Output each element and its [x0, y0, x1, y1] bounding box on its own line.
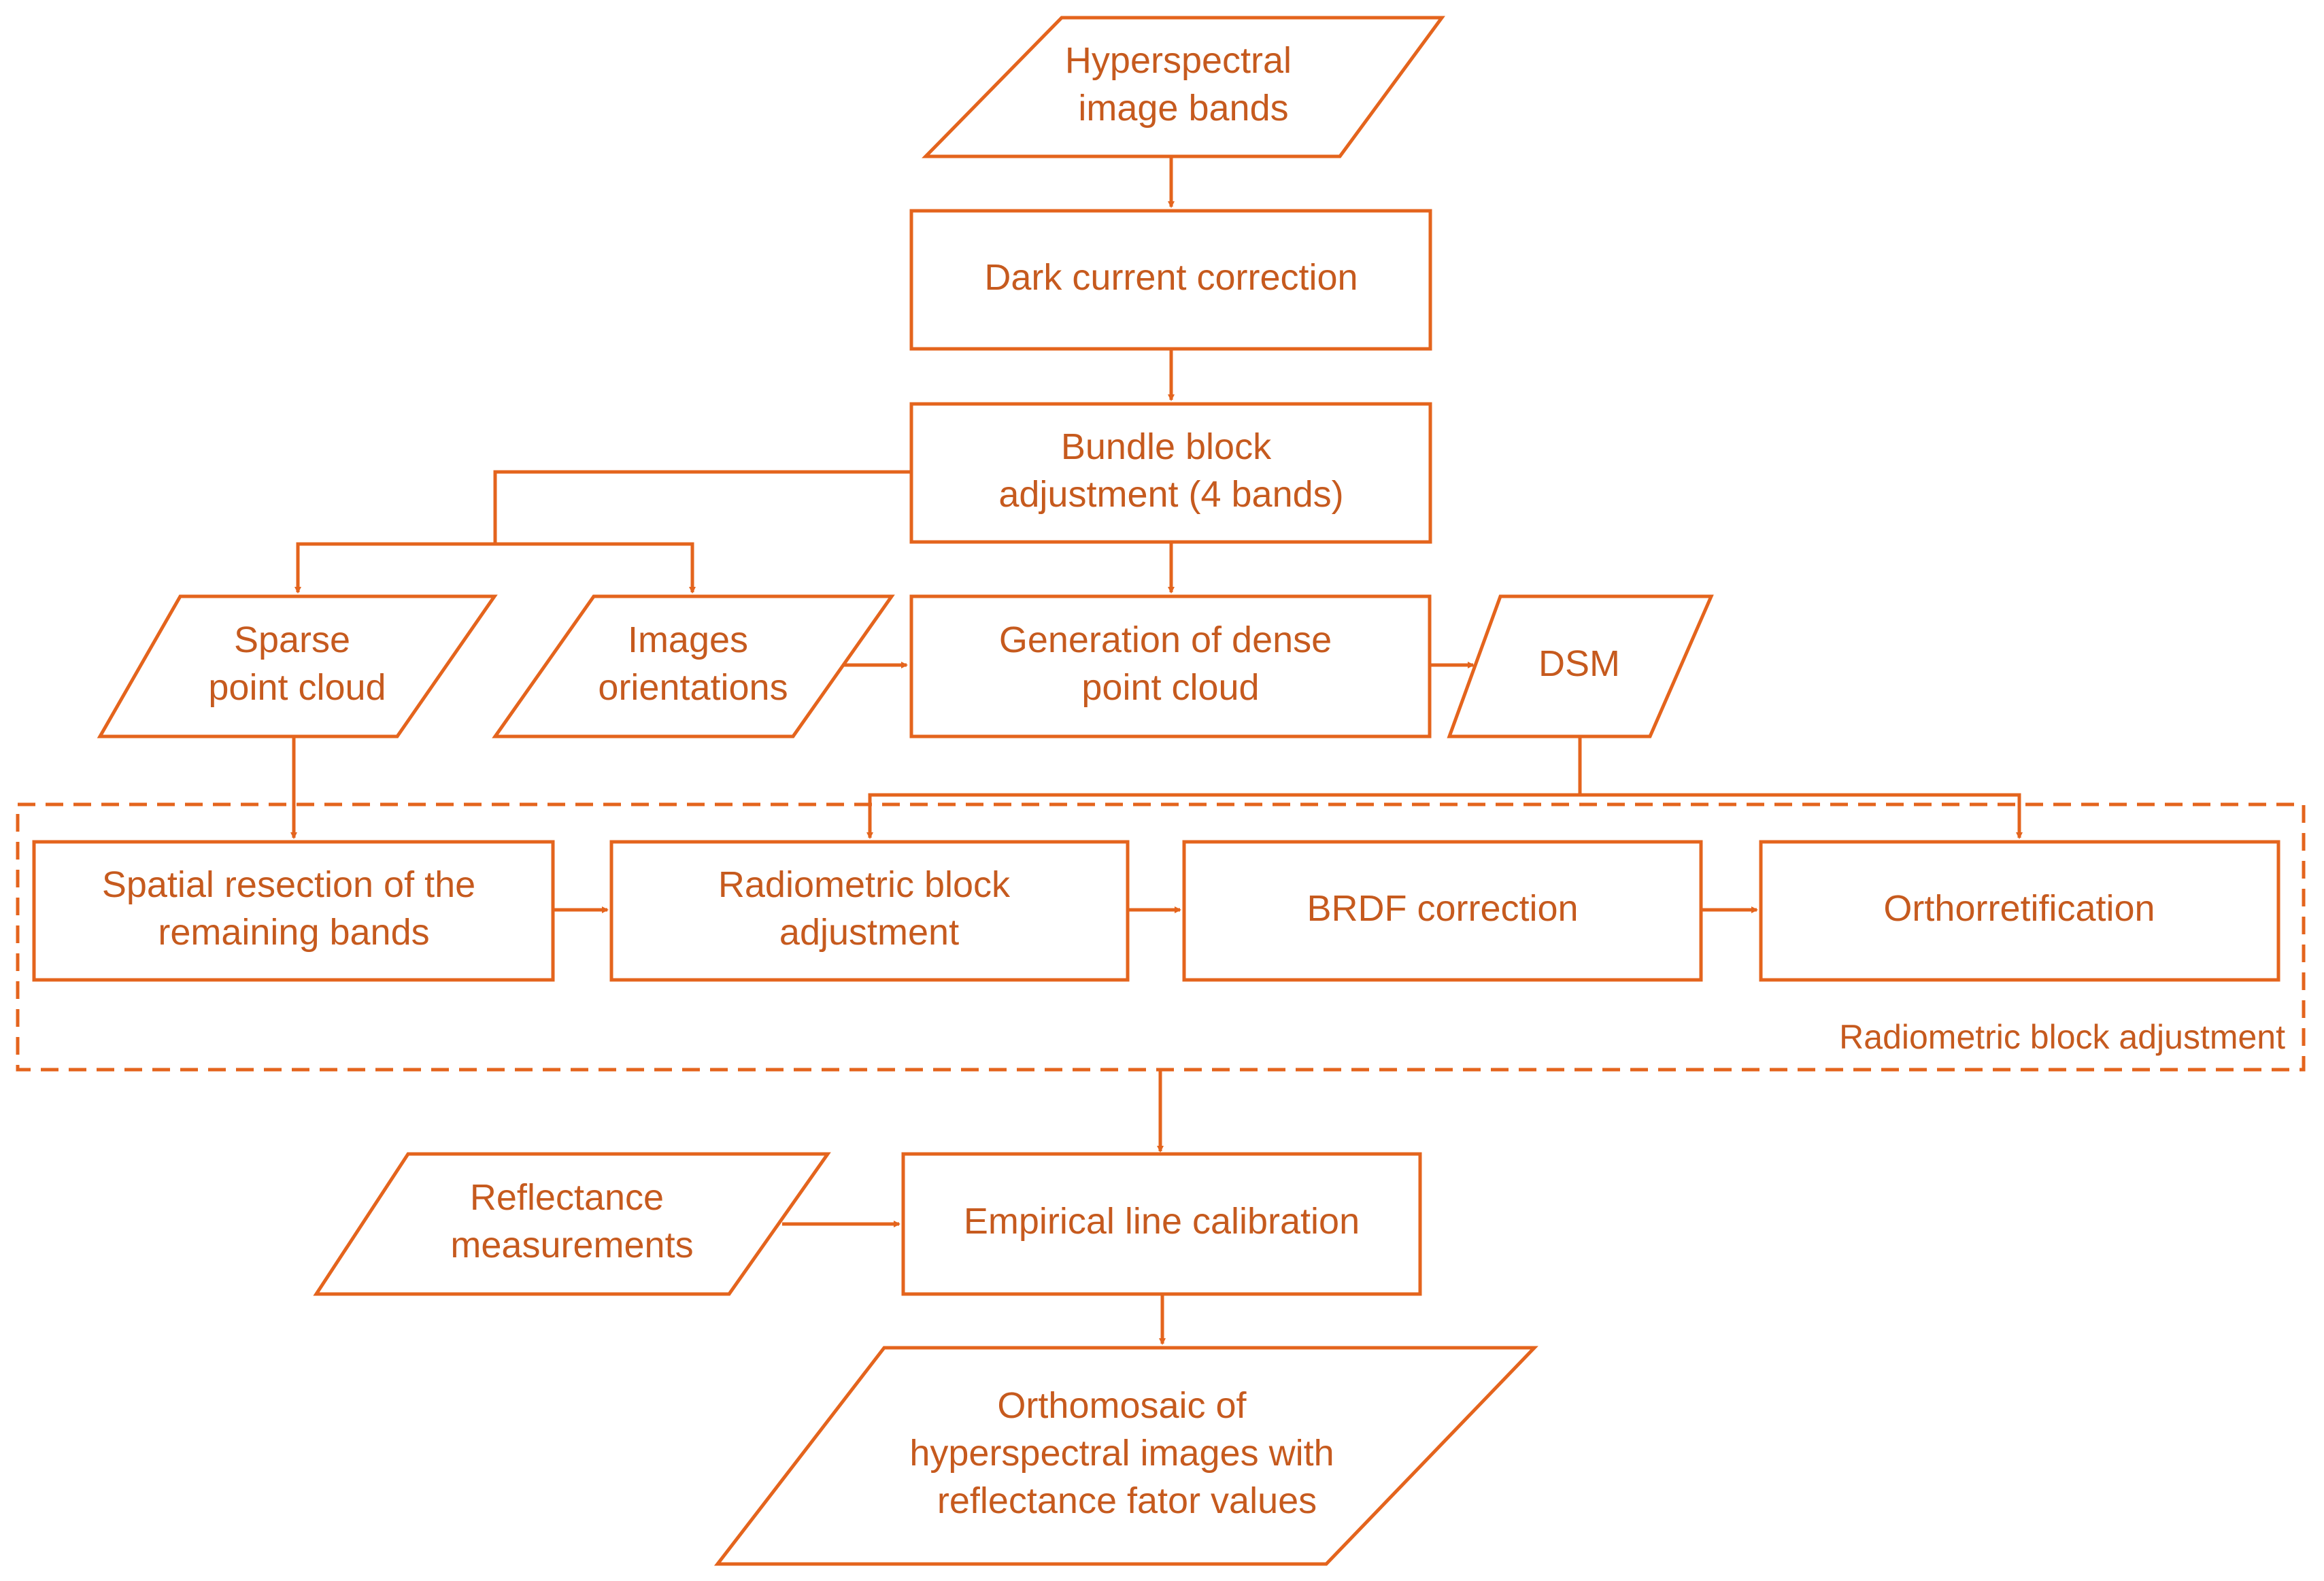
edge-dsm-to-orthorectification: [1580, 793, 2023, 839]
dsm-node: [1447, 594, 1714, 738]
dense-point-cloud-label: Generation of dense point cloud: [999, 619, 1342, 708]
radiometric-block-adjustment-label: Radiometric block adjustment: [718, 864, 1020, 953]
empirical-line-calibration-label: Empirical line calibration: [964, 1201, 1360, 1242]
orthorectification-node: [1759, 840, 2280, 982]
images-orientations-node: [492, 594, 895, 738]
orthomosaic-node: [713, 1346, 1538, 1566]
edge-bundle-block-to-sparse-cloud: [294, 470, 911, 594]
sparse-point-cloud-label: Sparse point cloud: [208, 619, 386, 708]
spatial-resection-node: [32, 840, 555, 982]
brdf-correction-node: [1182, 840, 1703, 982]
edge-bundle-block-to-images-orientations: [495, 542, 696, 594]
group-label: Radiometric block adjustment: [1839, 1018, 2285, 1056]
connectors: [290, 156, 2023, 1345]
orthorectification-label: Orthorretification: [1883, 888, 2155, 929]
radiometric-block-adjustment-node: [609, 840, 1130, 982]
hyperspectral-image-bands-label: Hyperspectral image bands: [1065, 40, 1302, 129]
edge-dsm-to-radiometric-block: [866, 736, 1582, 839]
dark-current-correction-label: Dark current correction: [984, 257, 1358, 298]
bundle-block-adjustment-node: [909, 402, 1432, 544]
images-orientations-label: Images orientations: [598, 619, 788, 708]
spatial-resection-label: Spatial resection of the remaining bands: [102, 864, 486, 953]
reflectance-measurements-node: [313, 1152, 831, 1296]
brdf-correction-label: BRDF correction: [1307, 888, 1578, 929]
sparse-point-cloud-node: [97, 594, 498, 738]
dark-current-correction-node: [909, 209, 1432, 351]
dsm-label: DSM: [1538, 643, 1620, 684]
orthomosaic-label: Orthomosaic of hyperspectral images with…: [909, 1385, 1344, 1521]
reflectance-measurements-label: Reflectance measurements: [450, 1177, 693, 1265]
dense-point-cloud-node: [909, 594, 1432, 738]
bundle-block-adjustment-label: Bundle block adjustment (4 bands): [998, 426, 1343, 515]
empirical-line-calibration-node: [901, 1152, 1422, 1296]
hyperspectral-image-bands-node: [922, 16, 1445, 158]
nodes: Hyperspectral image bands Dark current c…: [32, 16, 2280, 1566]
